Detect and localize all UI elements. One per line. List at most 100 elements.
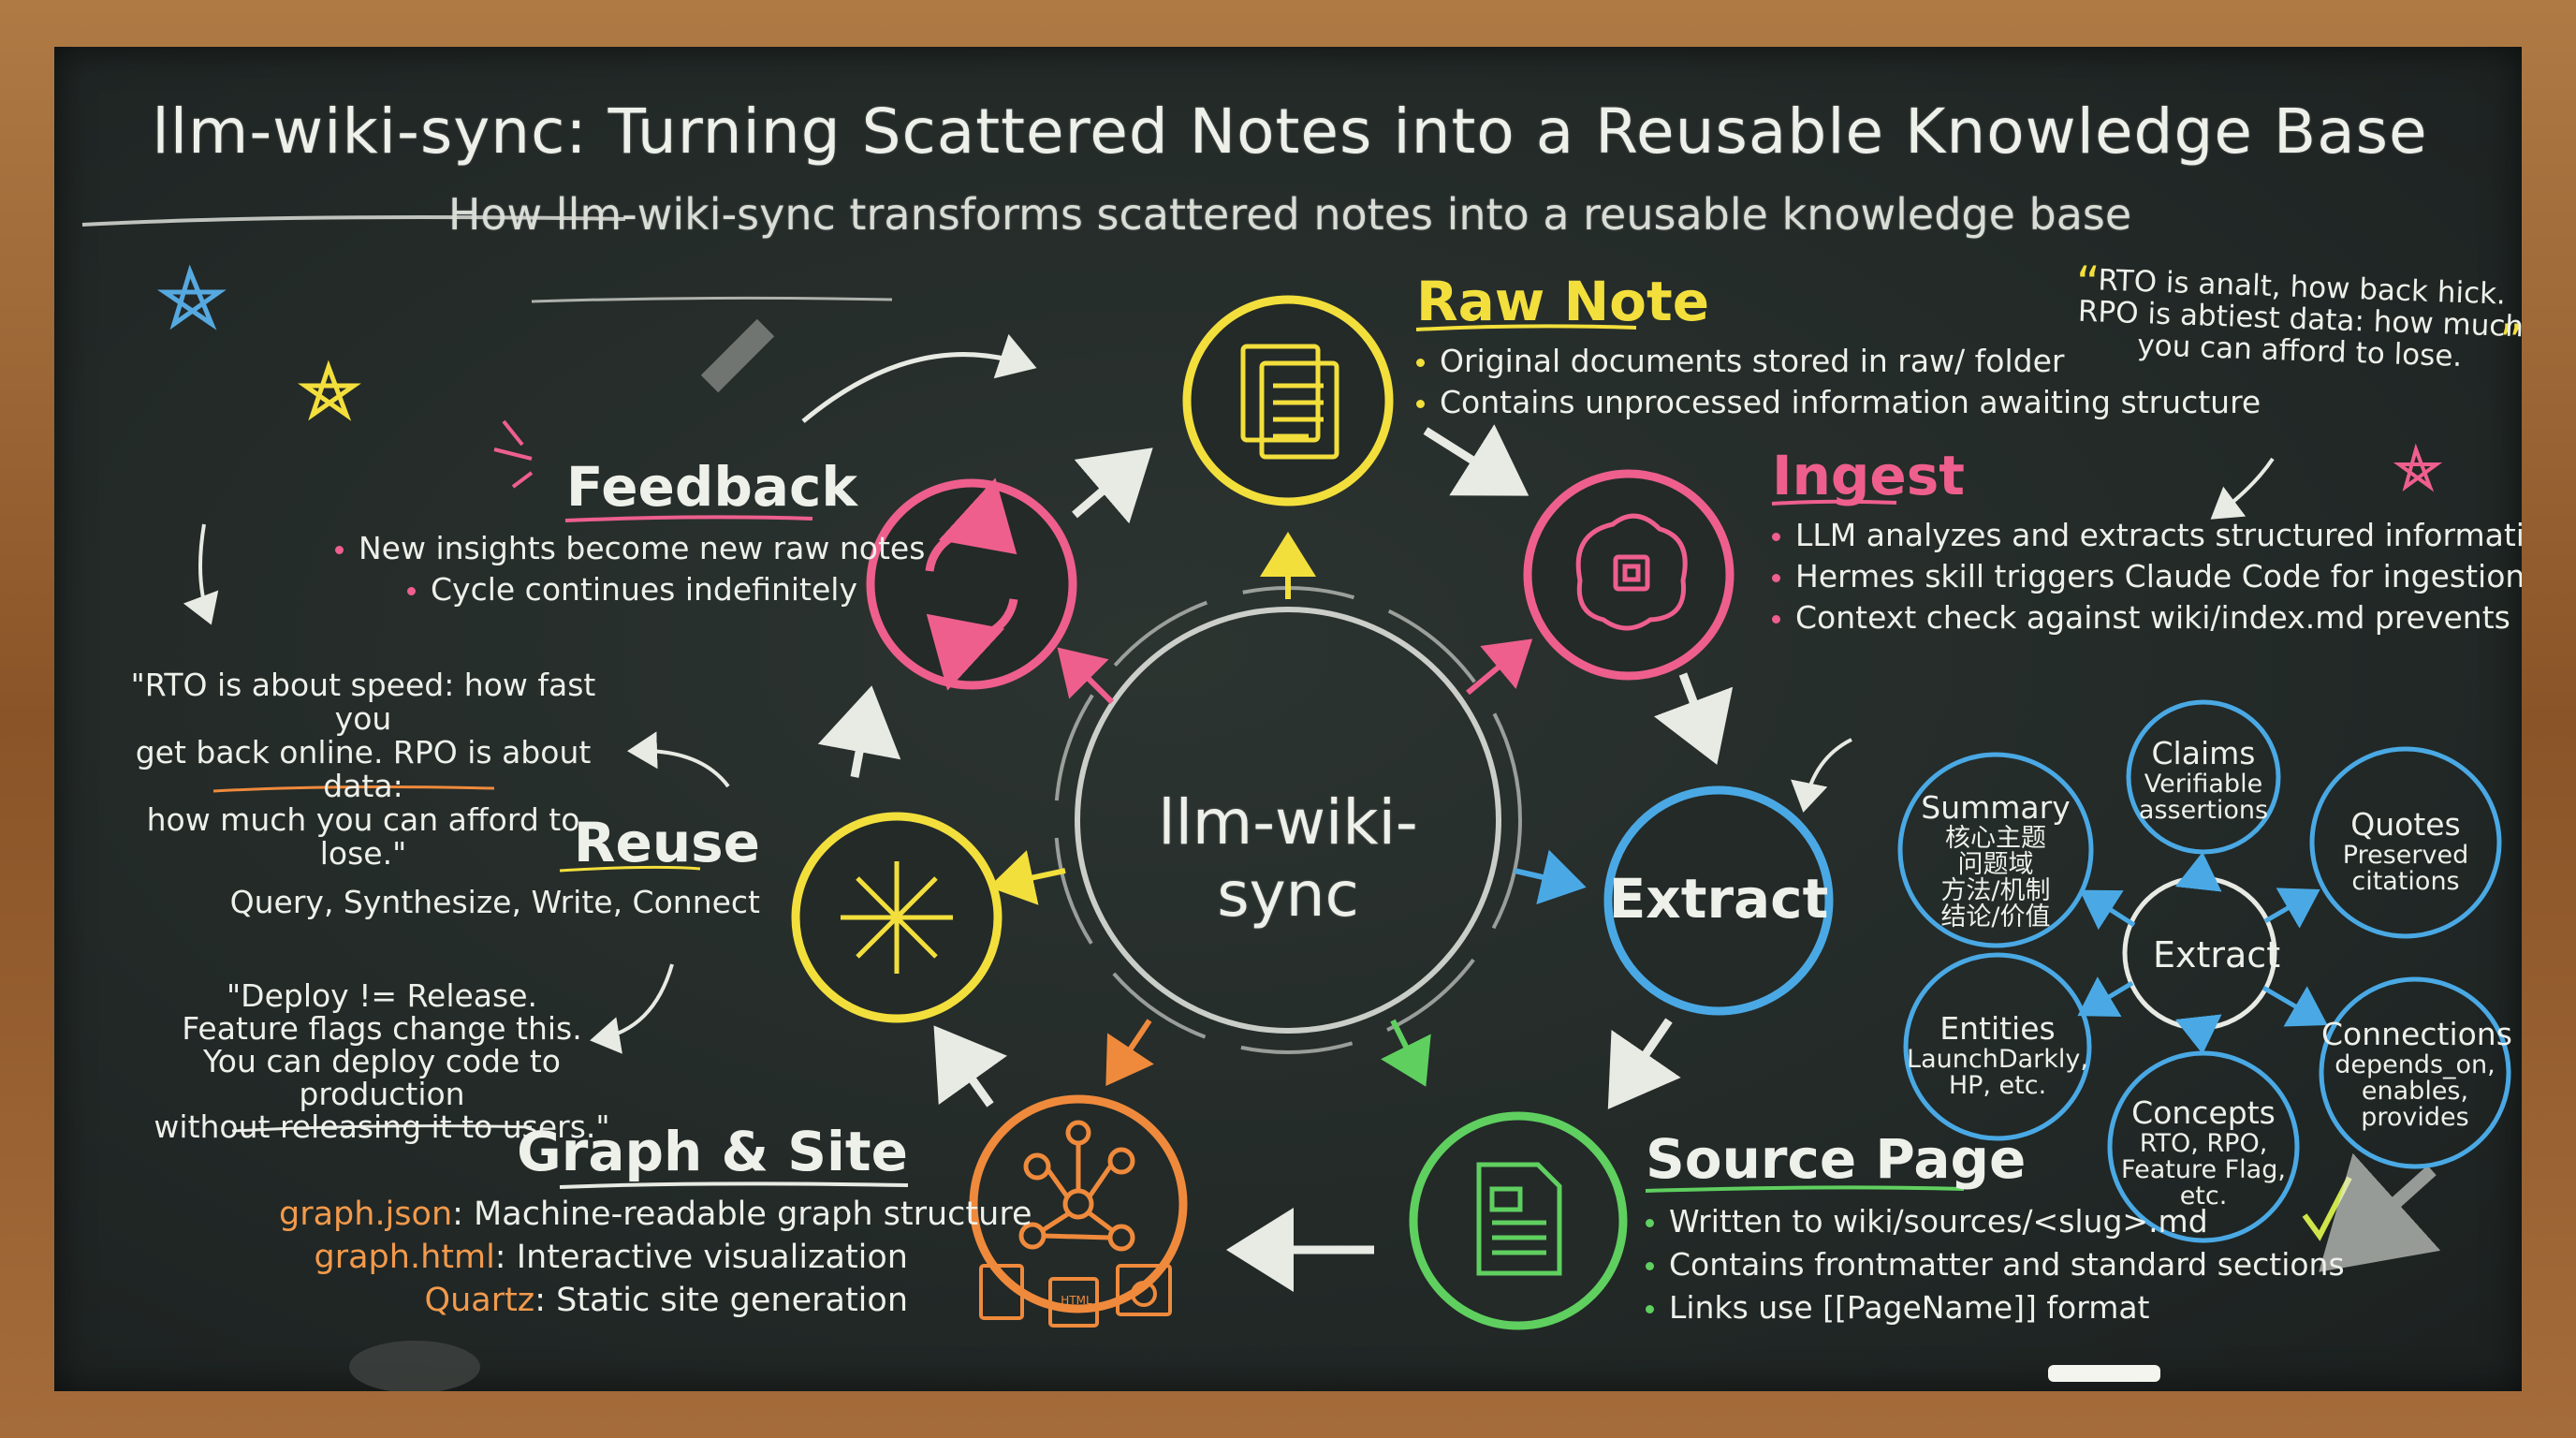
chalk-smudge (700, 318, 775, 393)
sparkle-marks (493, 419, 534, 489)
spoke-extract (1514, 849, 1587, 905)
feedback-bullet: Cycle continues indefinitely (335, 569, 857, 610)
concepts-title: Concepts (2131, 1094, 2276, 1131)
star-icon-blue (156, 264, 227, 330)
raw-note-heading: Raw Note (1416, 270, 1710, 333)
deploy-quote-underline (231, 1124, 533, 1133)
ingest-bullet: LLM analyzes and extracts structured inf… (1772, 515, 2522, 556)
map-node-claims (2126, 699, 2281, 855)
summary-line: 结论/价值 (1940, 902, 2051, 932)
concepts-line: Feature Flag, (2121, 1155, 2286, 1184)
arrow-to-deploy-quote (590, 963, 674, 1054)
reuse-section: Reuse Query, Synthesize, Write, Connect (204, 811, 760, 923)
spoke-ingest (1466, 638, 1533, 696)
claims-line: assertions (2138, 796, 2269, 825)
entities-line: LaunchDarkly, (1907, 1045, 2088, 1074)
close-quote-mark: ” (2499, 315, 2522, 369)
rto-quote: "RTO is about speed: how fast you get ba… (129, 668, 597, 871)
connections-line: enables, (2361, 1077, 2469, 1106)
center-label: llm-wiki-sync (1158, 786, 1418, 931)
source-page-node (1409, 1111, 1628, 1330)
document-stack-icon (1240, 344, 1339, 460)
raw-note-bullets: Original documents stored in raw/ folder… (1416, 341, 2261, 423)
file-page-icon (1476, 1162, 1562, 1276)
feedback-underline (564, 515, 813, 522)
concepts-line: etc. (2179, 1181, 2228, 1211)
reuse-text: Query, Synthesize, Write, Connect (229, 884, 760, 920)
arrow-bottom-right (2319, 1152, 2441, 1272)
source-page-bullet: Links use [[PageName]] format (1646, 1286, 2345, 1329)
ingest-node (1523, 469, 1734, 681)
spoke-source (1381, 1019, 1431, 1087)
quotes-node: Quotes Preserved citations (2321, 807, 2490, 895)
source-page-section: Source Page Written to wiki/sources/<slu… (1646, 1127, 2345, 1329)
page-title: llm-wiki-sync: Turning Scattered Notes i… (152, 95, 2428, 168)
feedback-section: Feedback New insights become new raw not… (335, 455, 925, 610)
source-page-bullet: Written to wiki/sources/<slug>.md (1646, 1200, 2345, 1243)
graph-site-node (969, 1094, 1188, 1328)
source-page-heading: Source Page (1646, 1127, 2027, 1191)
feedback-bullets: New insights become new raw notes Cycle … (335, 528, 925, 610)
chalkboard: llm-wiki-sync: Turning Scattered Notes i… (54, 47, 2522, 1391)
claims-title: Claims (2151, 735, 2256, 771)
arrow-to-rto-quote (627, 731, 730, 788)
map-node-summary (1897, 752, 2094, 948)
feedback-bullet: New insights become new raw notes (335, 528, 925, 569)
quotes-title: Quotes (2350, 806, 2461, 843)
summary-line: 方法/机制 (1940, 876, 2051, 905)
summary-line: 核心主题 (1945, 824, 2046, 853)
summary-node: Summary 核心主题 问题域 方法/机制 结论/价值 (1902, 790, 2089, 931)
source-underline (1645, 1185, 1965, 1193)
html-file-badge: HTML (1061, 1294, 1092, 1307)
map-node-connections (2319, 976, 2511, 1169)
reuse-underline (559, 865, 701, 873)
arrows-outward-icon (841, 861, 953, 974)
brain-chip-icon (1575, 513, 1688, 631)
graph-site-line: graph.json: Machine-readable graph struc… (279, 1196, 1032, 1233)
graph-site-heading: Graph & Site (517, 1120, 908, 1183)
quote-line: without releasing it to users." (154, 1108, 610, 1145)
feedback-heading: Feedback (565, 455, 857, 519)
raw-note-underline (1415, 324, 1637, 331)
quote-line: get back online. RPO is about data: (135, 734, 592, 804)
arrow-graph-to-reuse (933, 1025, 1008, 1108)
claims-line: Verifiable (2144, 770, 2263, 799)
graph-site-section: Graph & Site graph.json: Machine-readabl… (279, 1120, 1032, 1322)
arrow-quote-to-ingest (2210, 457, 2275, 520)
raw-note-section: Raw Note Original documents stored in ra… (1416, 270, 2261, 423)
extract-map (1897, 699, 2511, 1243)
feedback-node (866, 477, 1077, 691)
entities-node: Entities LaunchDarkly, HP, etc. (1904, 1011, 2091, 1099)
arrow-to-extract-map (1791, 738, 1852, 813)
map-node-quotes (2309, 746, 2502, 939)
eraser-icon (349, 1341, 480, 1391)
subtitle-underline (531, 296, 893, 303)
star-icon-pink (2393, 443, 2443, 492)
quote-line: "RTO is about speed: how fast you (130, 667, 596, 737)
refresh-cycle-icon (925, 477, 1018, 691)
claims-node: Claims Verifiable assertions (2129, 736, 2278, 824)
ingest-bullet: Context check against wiki/index.md prev… (1772, 597, 2522, 638)
arrow-left-curl (183, 523, 219, 625)
connections-line: provides (2361, 1103, 2469, 1132)
arrow-ingest-to-extract (1653, 672, 1734, 765)
deploy-quote: "Deploy != Release. Feature flags change… (139, 979, 625, 1143)
source-page-bullet: Contains frontmatter and standard sectio… (1646, 1243, 2345, 1286)
reuse-heading: Reuse (573, 811, 760, 874)
raw-note-node (1182, 295, 1394, 506)
spoke-reuse (988, 850, 1066, 905)
arrow-extract-to-source (1607, 1018, 1681, 1109)
entities-title: Entities (1939, 1010, 2056, 1047)
diagram-canvas (81, 215, 2511, 1391)
map-node-entities (1903, 952, 2092, 1141)
arrow-feedback-to-raw (801, 333, 1037, 423)
title-underline (81, 215, 626, 227)
entities-line: HP, etc. (1948, 1071, 2047, 1100)
ingest-bullet: Hermes skill triggers Claude Code for in… (1772, 556, 2522, 597)
summary-title: Summary (1921, 789, 2071, 826)
graph-site-lines: graph.json: Machine-readable graph struc… (279, 1193, 1032, 1322)
quote-line: You can deploy code to production (203, 1043, 561, 1112)
connections-line: depends_on, (2334, 1050, 2496, 1079)
arrow-reuse-to-feedback (817, 685, 901, 778)
arrow-feedback-to-rawnote (1072, 448, 1153, 524)
